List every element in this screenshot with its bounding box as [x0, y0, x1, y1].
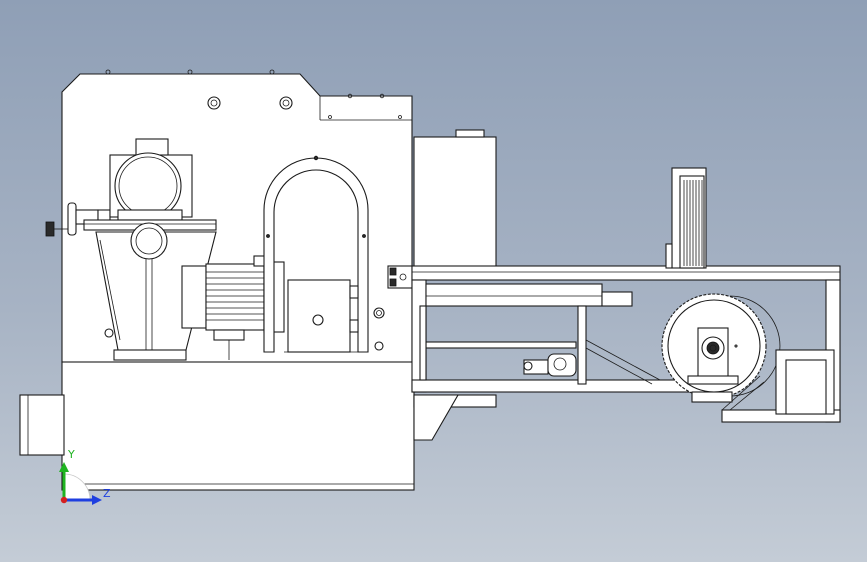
z-axis-label: Z	[103, 487, 111, 500]
motor-cooling-fins	[206, 271, 264, 321]
origin-dot	[60, 496, 68, 504]
belt-pulley	[729, 295, 781, 397]
belt-tensioner	[523, 353, 577, 377]
coordinate-triad: Y Z	[59, 448, 111, 505]
arch-frame	[263, 155, 369, 353]
conveyor-frame	[411, 265, 841, 393]
top-bolts	[105, 69, 402, 119]
sprocket-wheel	[661, 293, 767, 399]
mounting-holes	[104, 96, 385, 351]
rear-block	[413, 129, 497, 441]
y-axis-label: Y	[67, 448, 75, 461]
vertical-rack	[665, 167, 707, 269]
y-axis-arrowhead	[59, 462, 69, 472]
right-frame	[691, 279, 841, 423]
inlet-pipe	[19, 394, 65, 456]
side-bracket	[387, 265, 413, 289]
z-axis-arrowhead	[92, 495, 102, 505]
gearbox-block	[284, 279, 360, 353]
lower-housing	[61, 361, 415, 491]
